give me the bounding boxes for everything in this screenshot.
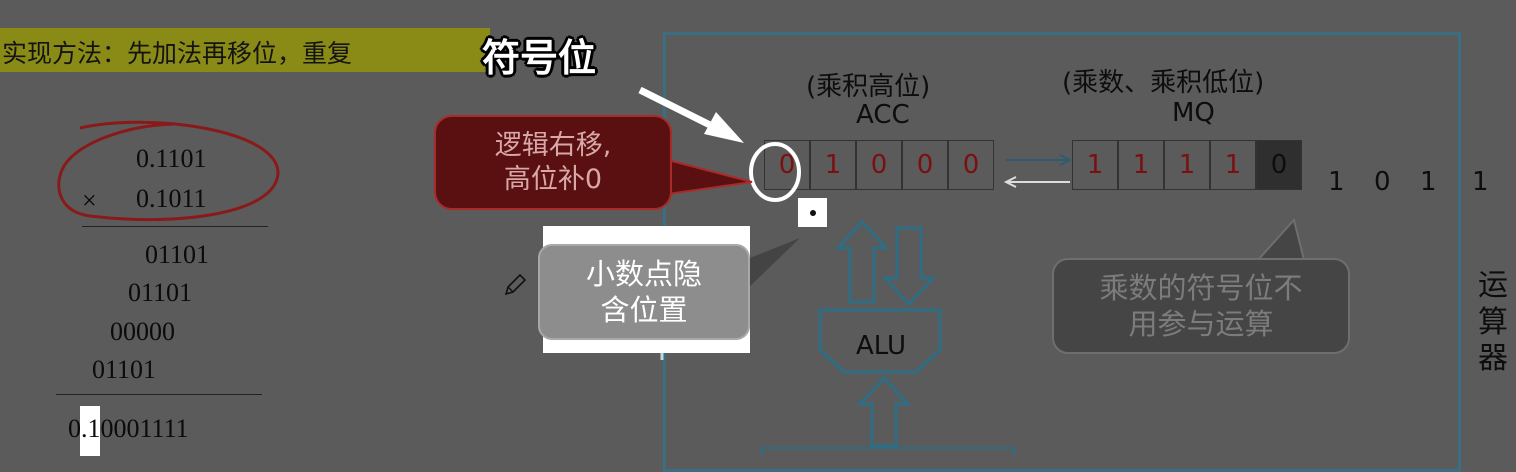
partial-product-2: 01101 <box>128 278 193 307</box>
partial-product-3: 00000 <box>110 317 175 346</box>
point-callout-line: 小数点隐 <box>585 256 702 291</box>
mq-register: 1 1 1 1 0 <box>1072 140 1302 190</box>
datapath-diagram <box>638 86 1306 456</box>
acc-bit: 1 <box>810 140 856 190</box>
acc-bit: 0 <box>856 140 902 190</box>
point-callout-tail <box>740 238 800 292</box>
mq-bit: 1 <box>1164 140 1210 190</box>
sign-note-line: 用参与运算 <box>1128 307 1274 341</box>
mq-bit: 1 <box>1118 140 1164 190</box>
pencil-icon[interactable] <box>502 272 528 298</box>
acc-header: (乘积高位) <box>806 72 931 102</box>
divider-line <box>56 394 262 395</box>
multiplicand: 0.1101 <box>136 144 207 173</box>
side-label-char: 运 <box>1478 268 1508 303</box>
mq-bit: 1 <box>1210 140 1256 190</box>
acc-to-mq-arrowhead <box>1059 154 1073 166</box>
input-to-alu-arrow <box>856 375 912 448</box>
divider-line <box>82 226 268 227</box>
text-cursor-marker <box>80 406 100 456</box>
times-sign: × <box>82 186 97 215</box>
remaining-bit: 1 <box>1472 167 1489 197</box>
mq-header: (乘数、乘积低位) <box>1062 68 1265 98</box>
product-integer: 0 <box>68 414 81 443</box>
acc-to-alu-arrow <box>881 226 937 307</box>
sign-note-line: 乘数的符号位不 <box>1099 270 1303 305</box>
page-title: 实现方法：先加法再移位，重复 <box>2 41 353 68</box>
alu-to-acc-arrow <box>834 219 890 304</box>
alu-side-label: 运 算 器 <box>1478 268 1508 378</box>
sign-note-callout: 乘数的符号位不 用参与运算 <box>1052 258 1350 354</box>
partial-product-4: 01101 <box>92 355 157 384</box>
mq-name: MQ <box>1172 98 1215 128</box>
mq-sign-bit: 0 <box>1256 140 1302 190</box>
point-callout-line: 含位置 <box>600 293 688 327</box>
partial-product-1: 01101 <box>145 240 210 269</box>
bottom-register-outline <box>761 447 1015 456</box>
alu-block <box>818 308 942 374</box>
title-highlight <box>0 28 490 72</box>
remaining-bit: 1 <box>1328 167 1345 197</box>
acc-bit: 0 <box>902 140 948 190</box>
sign-bit-label: 符号位 <box>482 36 597 80</box>
product-fraction: .10001111 <box>81 414 189 443</box>
acc-bit: 0 <box>764 140 810 190</box>
mq-to-acc-arrowhead <box>1003 176 1017 188</box>
remaining-bit: 0 <box>1374 167 1391 197</box>
shift-callout-tail <box>667 158 753 196</box>
sign-note-callout-tail <box>1255 217 1306 261</box>
alu-label: ALU <box>856 331 907 361</box>
multiplier: 0.1011 <box>136 184 207 213</box>
product-result: 0.10001111 <box>68 414 189 444</box>
binary-point-marker <box>798 198 827 227</box>
side-label-char: 算 <box>1478 304 1508 340</box>
shift-callout: 逻辑右移, 高位补0 <box>434 115 672 210</box>
acc-bit: 0 <box>948 140 994 190</box>
shift-callout-line: 高位补0 <box>503 163 603 195</box>
mq-bit: 1 <box>1072 140 1118 190</box>
sign-bit-circle <box>749 142 801 202</box>
side-label-char: 器 <box>1478 341 1508 377</box>
remaining-bit: 1 <box>1420 167 1437 197</box>
red-ellipse-annotation <box>57 120 280 222</box>
acc-name: ACC <box>856 100 910 130</box>
sign-bit-pointer-head <box>704 112 744 143</box>
shift-callout-line: 逻辑右移, <box>494 129 612 161</box>
acc-register: 0 1 0 0 0 <box>764 140 994 190</box>
point-callout: 小数点隐 含位置 <box>538 244 750 340</box>
